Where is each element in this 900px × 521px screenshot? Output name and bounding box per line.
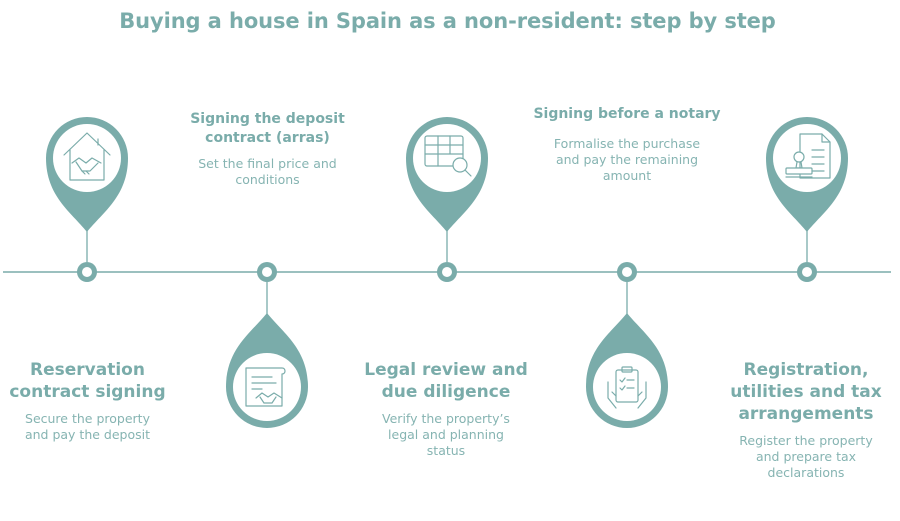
step-1-text: Reservation contract signing Secure the … xyxy=(5,359,170,443)
page-title: Buying a house in Spain as a non-residen… xyxy=(119,9,776,33)
step-1-marker xyxy=(46,117,128,282)
step-4-heading: Signing before a notary xyxy=(533,106,721,122)
stamp-document-icon xyxy=(785,133,831,179)
step-2-text: Signing the deposit contract (arras) Set… xyxy=(180,110,355,188)
step-4-text: Signing before a notary Formalise the pu… xyxy=(527,105,727,184)
step-3-heading: Legal review and due diligence xyxy=(364,360,528,402)
step-5-text: Registration, utilities and tax arrangem… xyxy=(722,359,890,481)
step-4-marker xyxy=(586,262,668,428)
step-2-heading: Signing the deposit contract (arras) xyxy=(190,111,345,146)
document-search-icon xyxy=(424,135,472,177)
step-3-description: Verify the property’s legal and planning… xyxy=(382,411,510,458)
step-3-marker xyxy=(406,117,488,282)
clipboard-hands-icon xyxy=(607,366,647,409)
step-4-description: Formalise the purchase and pay the remai… xyxy=(553,136,701,183)
house-handshake-icon xyxy=(63,132,111,181)
step-2-description: Set the final price and conditions xyxy=(198,156,337,187)
step-2-marker xyxy=(226,262,308,428)
step-1-description: Secure the property and pay the deposit xyxy=(24,411,151,442)
step-1-heading: Reservation contract signing xyxy=(9,360,166,402)
step-5-marker xyxy=(766,117,848,282)
step-3-text: Legal review and due diligence Verify th… xyxy=(360,359,532,459)
step-5-description: Register the property and prepare tax de… xyxy=(739,433,873,480)
step-5-heading: Registration, utilities and tax arrangem… xyxy=(730,360,882,424)
contract-handshake-icon xyxy=(245,367,286,407)
